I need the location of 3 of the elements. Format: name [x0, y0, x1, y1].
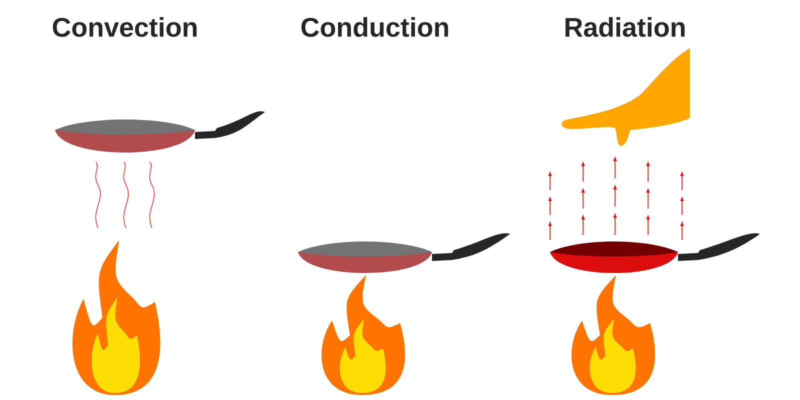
- heading: Convection: [52, 17, 197, 37]
- heading: Conduction: [301, 17, 448, 37]
- heading: Radiation: [566, 17, 685, 37]
